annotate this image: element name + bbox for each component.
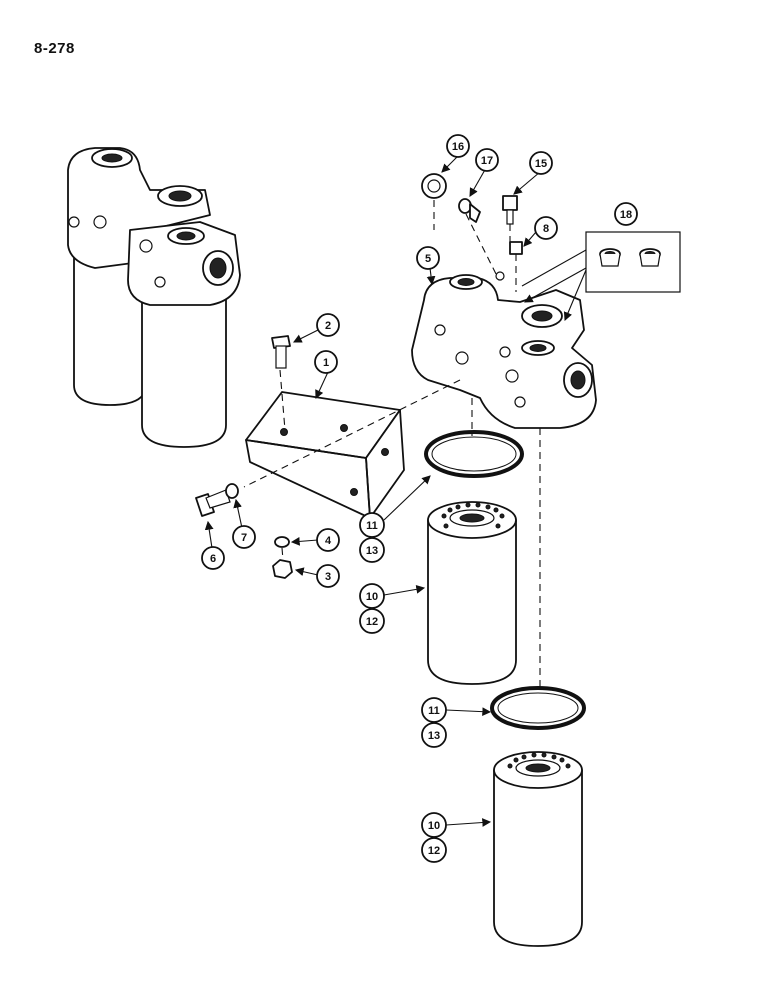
- fitting-8: [509, 241, 523, 255]
- callout-1: 1: [314, 350, 338, 374]
- svg-text:17: 17: [481, 155, 493, 167]
- leader-lines: [204, 155, 587, 827]
- callout-10-lower: 10: [421, 812, 447, 838]
- callout-12-upper: 12: [359, 608, 385, 634]
- seal-ring-lower: [490, 686, 586, 730]
- callout-7: 7: [232, 525, 256, 549]
- callout-10-upper: 10: [359, 583, 385, 609]
- mounting-bracket: [245, 391, 405, 519]
- callout-5: 5: [416, 246, 440, 270]
- svg-text:13: 13: [366, 545, 378, 557]
- svg-text:10: 10: [366, 591, 378, 603]
- callout-16: 16: [446, 134, 470, 158]
- callout-11-upper: 11: [359, 512, 385, 538]
- svg-text:15: 15: [535, 158, 547, 170]
- callout-18: 18: [614, 202, 638, 226]
- svg-text:18: 18: [620, 209, 632, 221]
- callout-12-lower: 12: [421, 837, 447, 863]
- page-number: 8-278: [34, 40, 75, 57]
- filter-element-lower: [493, 751, 583, 947]
- seal-ring-upper: [424, 430, 524, 478]
- svg-text:12: 12: [366, 616, 378, 628]
- nut-3: [272, 559, 293, 579]
- elbow-17: [458, 198, 481, 223]
- svg-text:1: 1: [323, 357, 329, 369]
- callout-4: 4: [316, 528, 340, 552]
- callout-17: 17: [475, 148, 499, 172]
- plugs-18-box: [585, 231, 681, 293]
- sender-15: [502, 195, 518, 225]
- svg-text:10: 10: [428, 820, 440, 832]
- lock-washer-4: [274, 536, 290, 548]
- bolt-6: [195, 489, 231, 517]
- svg-text:5: 5: [425, 253, 431, 265]
- filter-head: [411, 271, 597, 429]
- svg-text:6: 6: [210, 553, 216, 565]
- callout-8: 8: [534, 216, 558, 240]
- svg-text:12: 12: [428, 845, 440, 857]
- svg-text:7: 7: [241, 532, 247, 544]
- assembly-lines: [243, 200, 541, 690]
- svg-text:4: 4: [325, 535, 332, 547]
- svg-text:16: 16: [452, 141, 464, 153]
- svg-text:8: 8: [543, 223, 549, 235]
- bolt-2: [271, 335, 291, 369]
- callout-11-lower: 11: [421, 697, 447, 723]
- callout-3: 3: [316, 564, 340, 588]
- lock-washer-7: [225, 483, 239, 499]
- assembled-filter-unit: [67, 147, 241, 448]
- svg-text:2: 2: [325, 320, 331, 332]
- callout-15: 15: [529, 151, 553, 175]
- switch-16: [421, 173, 447, 199]
- callout-2: 2: [316, 313, 340, 337]
- svg-text:11: 11: [428, 705, 440, 717]
- filter-element-upper: [427, 501, 517, 685]
- svg-text:11: 11: [366, 520, 378, 532]
- svg-text:3: 3: [325, 571, 331, 583]
- callout-6: 6: [201, 546, 225, 570]
- callout-13-lower: 13: [421, 722, 447, 748]
- svg-text:13: 13: [428, 730, 440, 742]
- callout-13-upper: 13: [359, 537, 385, 563]
